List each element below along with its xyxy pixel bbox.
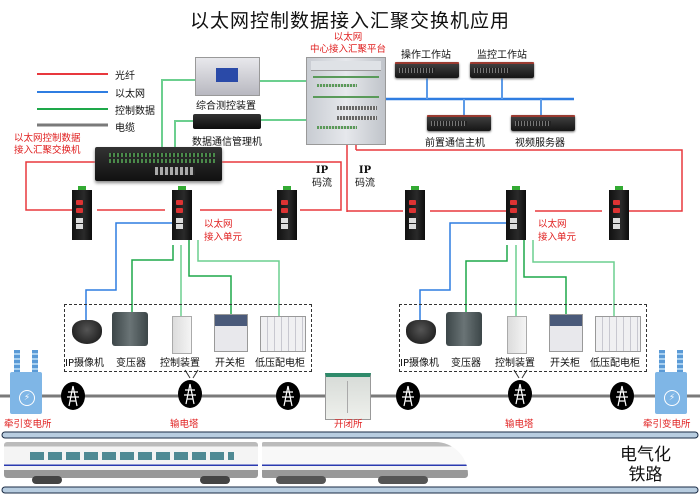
device-group-right — [399, 304, 647, 372]
device-label: 低压配电柜 — [255, 358, 305, 369]
ip-stream-label-right: IP 码流 — [355, 165, 375, 189]
lightning-icon: ⚡ — [664, 390, 680, 406]
device-label: 低压配电柜 — [590, 358, 640, 369]
legend-label-cable: 电缆 — [115, 123, 135, 134]
comm-manager-label: 数据通信管理机 — [192, 137, 262, 148]
device-group-left — [64, 304, 312, 372]
transmission-tower-icon[interactable] — [178, 380, 202, 408]
transmission-tower-icon[interactable] — [396, 382, 420, 410]
electrified-railway-label: 电气化 铁路 — [620, 445, 671, 485]
switching-station[interactable] — [325, 373, 371, 420]
switchgear[interactable] — [214, 314, 248, 352]
access-unit-main-left[interactable] — [172, 186, 192, 240]
low-voltage-cabinet[interactable] — [260, 316, 306, 352]
aggregation-switch-label: 以太网控制数据 接入汇聚交换机 — [14, 133, 81, 156]
access-unit[interactable] — [405, 186, 425, 240]
video-server-label: 视频服务器 — [515, 138, 565, 149]
access-unit-main-right[interactable] — [506, 186, 526, 240]
measure-control-device-label: 综合测控装置 — [196, 101, 256, 112]
device-label: 开关柜 — [550, 358, 580, 369]
traction-substation-right[interactable]: ⚡ — [655, 350, 687, 414]
device-label: 控制装置 — [495, 358, 535, 369]
transmission-tower-label-left: 输电塔 — [170, 419, 199, 430]
switchgear[interactable] — [549, 314, 583, 352]
transformer[interactable] — [446, 312, 482, 346]
diagram-title: 以太网控制数据接入汇聚交换机应用 — [189, 10, 510, 32]
control-device[interactable] — [507, 316, 527, 354]
central-aggregation-platform[interactable] — [306, 57, 386, 145]
aggregation-switch[interactable] — [95, 147, 222, 181]
ethernet-wire-camera-left — [85, 222, 172, 320]
device-label: IP摄像机 — [65, 358, 104, 369]
traction-substation-label-left: 牵引变电所 — [4, 419, 52, 430]
lightning-icon: ⚡ — [19, 390, 35, 406]
train — [4, 442, 468, 486]
control-wire-measure — [161, 79, 195, 148]
legend-label-ethernet: 以太网 — [115, 89, 145, 100]
ethernet-wire-camera-right — [419, 222, 507, 320]
monitor-workstation-label: 监控工作站 — [477, 50, 527, 61]
access-unit-label-left: 以太网 接入单元 — [204, 219, 243, 243]
ip-stream-label-left: IP 码流 — [312, 165, 332, 189]
rail-top — [1, 431, 699, 439]
access-unit[interactable] — [72, 186, 92, 240]
traction-substation-label-right: 牵引变电所 — [643, 419, 691, 430]
train-car — [4, 442, 258, 478]
transformer[interactable] — [112, 312, 148, 346]
device-label: IP摄像机 — [400, 358, 439, 369]
legend-label-fiber: 光纤 — [115, 71, 135, 82]
comm-manager-device[interactable] — [193, 114, 261, 129]
legend-label-control: 控制数据 — [115, 106, 155, 117]
platform-label: 以太网 中心接入汇聚平台 — [309, 32, 386, 55]
ip-camera[interactable] — [406, 320, 436, 344]
low-voltage-cabinet[interactable] — [595, 316, 641, 352]
ip-camera[interactable] — [72, 320, 102, 344]
access-unit[interactable] — [277, 186, 297, 240]
device-label: 控制装置 — [160, 358, 200, 369]
transmission-tower-icon[interactable] — [508, 380, 532, 408]
control-device[interactable] — [172, 316, 192, 354]
video-server[interactable] — [511, 115, 575, 131]
operator-workstation-label: 操作工作站 — [401, 50, 451, 61]
transmission-tower-icon[interactable] — [61, 382, 85, 410]
transmission-tower-icon[interactable] — [610, 382, 634, 410]
switching-station-label: 开闭所 — [334, 419, 363, 430]
operator-workstation[interactable] — [395, 62, 459, 78]
device-label: 变压器 — [451, 358, 481, 369]
fiber-loop-left — [25, 161, 95, 211]
access-unit[interactable] — [609, 186, 629, 240]
traction-substation-left[interactable]: ⚡ — [10, 350, 42, 414]
device-label: 变压器 — [116, 358, 146, 369]
front-comm-host-label: 前置通信主机 — [425, 138, 485, 149]
measure-control-device[interactable] — [195, 57, 260, 96]
front-comm-host[interactable] — [427, 115, 491, 131]
access-unit-label-right: 以太网 接入单元 — [538, 219, 577, 243]
device-label: 开关柜 — [215, 358, 245, 369]
train-locomotive — [262, 442, 468, 478]
rail-bottom — [1, 486, 699, 494]
transmission-tower-icon[interactable] — [276, 382, 300, 410]
control-wire-comm — [174, 120, 193, 148]
transmission-tower-label-right: 输电塔 — [505, 419, 534, 430]
fiber-loop-right — [356, 149, 683, 212]
monitor-workstation[interactable] — [470, 62, 534, 78]
